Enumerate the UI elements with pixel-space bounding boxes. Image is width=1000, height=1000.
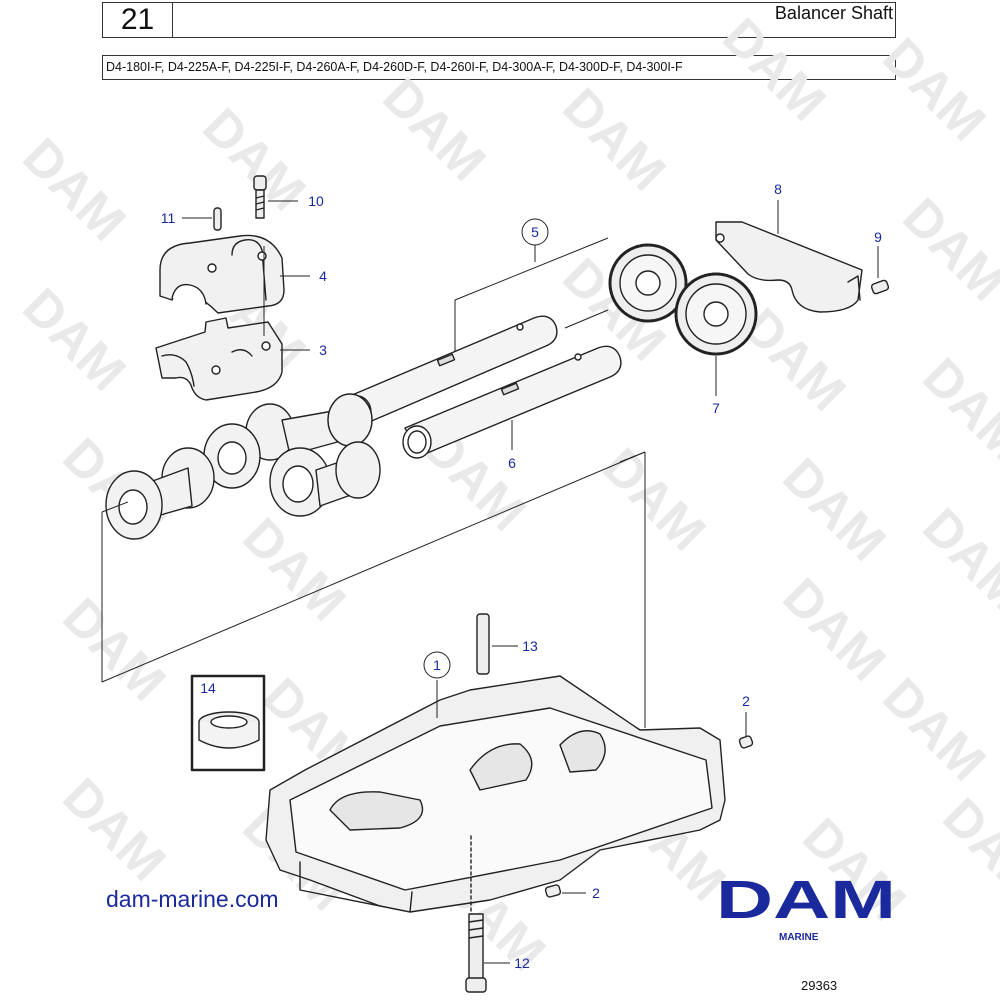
plug-part-2-upper bbox=[738, 735, 754, 749]
website-link[interactable]: dam-marine.com bbox=[106, 886, 279, 912]
callout-circle bbox=[423, 651, 451, 679]
watermark-text: DAM bbox=[12, 277, 137, 402]
callout-5: 5 bbox=[531, 224, 539, 240]
cover-part-8 bbox=[715, 221, 863, 313]
watermark-text: DAM bbox=[912, 347, 1000, 472]
page-number: 21 bbox=[103, 3, 173, 37]
drawing-number: 29363 bbox=[801, 978, 838, 993]
balancer-housing-part-1 bbox=[265, 675, 726, 913]
balancer-shaft-part-6 bbox=[402, 345, 622, 459]
callout-11: 11 bbox=[161, 210, 176, 226]
screw-part-9 bbox=[870, 279, 890, 295]
callout-2-lower: 2 bbox=[592, 885, 600, 901]
watermark-text: DAM bbox=[932, 787, 1000, 912]
watermark-text: DAM bbox=[12, 127, 137, 252]
bolt-part-12 bbox=[465, 913, 487, 993]
callout-circle bbox=[521, 218, 549, 246]
watermark-text: DAM bbox=[712, 7, 837, 132]
bushing-part-14 bbox=[190, 674, 266, 772]
bearing-cap-lower-part-3 bbox=[155, 317, 283, 401]
watermark-text: DAM bbox=[872, 667, 997, 792]
header-box: 21 Balancer Shaft bbox=[102, 2, 896, 38]
callout-13: 13 bbox=[522, 638, 538, 654]
dam-logo: DAM bbox=[716, 876, 896, 922]
callout-6: 6 bbox=[508, 455, 516, 471]
watermark-text: DAM bbox=[592, 437, 717, 562]
callout-2-upper: 2 bbox=[742, 693, 750, 709]
dowel-pin-part-11 bbox=[213, 207, 222, 231]
callout-8: 8 bbox=[774, 181, 782, 197]
callout-9: 9 bbox=[874, 229, 882, 245]
logo-subtitle: MARINE bbox=[779, 932, 819, 943]
plug-part-2-lower bbox=[544, 884, 562, 898]
logo-text: DAM bbox=[716, 876, 896, 922]
gear-pair-part-7 bbox=[608, 243, 758, 356]
callout-14: 14 bbox=[200, 680, 216, 696]
watermark-text: DAM bbox=[772, 567, 897, 692]
callout-labels: 1 2 2 3 4 5 6 7 8 9 10 11 12 13 14 bbox=[161, 181, 882, 971]
watermark-text: DAM bbox=[192, 97, 317, 222]
watermark-text: DAM bbox=[232, 507, 357, 632]
callout-10: 10 bbox=[308, 193, 324, 209]
watermark-text: DAM bbox=[872, 27, 997, 152]
page-title: Balancer Shaft bbox=[774, 3, 893, 23]
bearing-cap-upper-part-4 bbox=[159, 234, 285, 314]
callout-1: 1 bbox=[433, 657, 441, 673]
callout-3: 3 bbox=[319, 342, 327, 358]
watermark-text: DAM bbox=[372, 67, 497, 192]
watermark-text: DAM bbox=[52, 767, 177, 892]
bearing-journals bbox=[105, 393, 381, 540]
watermark-text: DAM bbox=[912, 497, 1000, 622]
leader-lines bbox=[101, 200, 879, 964]
watermark-text: DAM bbox=[772, 447, 897, 572]
callout-4: 4 bbox=[319, 268, 327, 284]
callout-7: 7 bbox=[712, 400, 720, 416]
bolt-part-10 bbox=[253, 175, 267, 219]
watermark-text: DAM bbox=[52, 587, 177, 712]
pin-part-13 bbox=[476, 613, 490, 675]
watermark-text: DAM bbox=[892, 187, 1000, 312]
callout-12: 12 bbox=[514, 955, 530, 971]
model-list: D4-180I-F, D4-225A-F, D4-225I-F, D4-260A… bbox=[102, 55, 896, 80]
watermark-text: DAM bbox=[552, 77, 677, 202]
